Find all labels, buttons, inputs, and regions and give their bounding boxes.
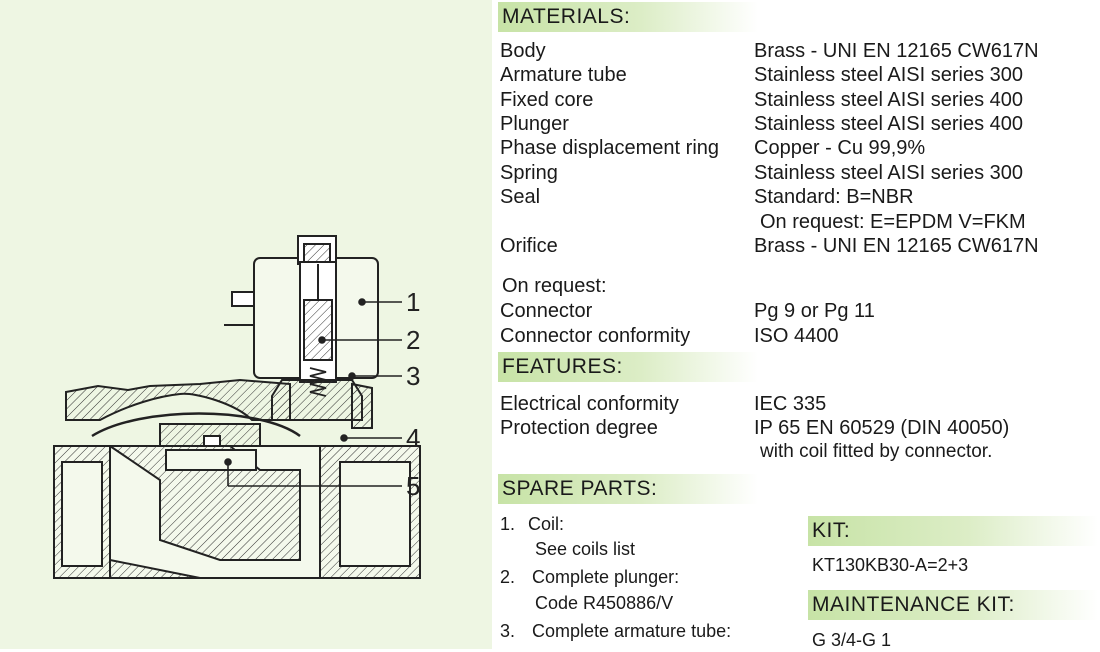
material-label-seal: Seal [500, 186, 541, 208]
material-value-plunger: Stainless steel AISI series 400 [754, 113, 1024, 135]
spare-part-1-detail: See coils list [535, 539, 636, 559]
spare-part-2-title: Complete plunger: [532, 567, 680, 587]
callout-4: 4 [406, 423, 420, 453]
valve-drawing-panel: 1 2 3 4 5 [0, 0, 492, 649]
spare-part-2-number: 2. [500, 567, 516, 587]
features-heading: FEATURES: [498, 352, 758, 382]
material-label-fixed-core: Fixed core [500, 89, 594, 111]
connector-label: Connector [500, 300, 593, 322]
spare-part-3-number: 3. [500, 621, 516, 641]
material-value-seal-on-request: On request: E=EPDM V=FKM [760, 211, 1026, 233]
spare-part-1-number: 1. [500, 514, 516, 534]
spare-parts-heading: SPARE PARTS: [498, 474, 758, 504]
material-label-spring: Spring [500, 162, 558, 184]
connector-value: Pg 9 or Pg 11 [754, 300, 875, 322]
protection-degree-note: with coil fitted by connector. [760, 441, 993, 462]
spare-part-3-title: Complete armature tube: [532, 621, 732, 641]
on-request-label: On request: [502, 275, 607, 297]
material-value-seal: Standard: B=NBR [754, 186, 914, 208]
material-value-armature-tube: Stainless steel AISI series 300 [754, 64, 1024, 86]
material-label-armature-tube: Armature tube [500, 64, 627, 86]
material-label-orifice: Orifice [500, 235, 558, 257]
kit-heading: KIT: [808, 516, 1098, 546]
electrical-conformity-value: IEC 335 [754, 393, 827, 415]
callout-3: 3 [406, 361, 420, 391]
electrical-conformity-label: Electrical conformity [500, 393, 679, 415]
material-value-spring: Stainless steel AISI series 300 [754, 162, 1024, 184]
material-value-orifice: Brass - UNI EN 12165 CW617N [754, 235, 1039, 257]
connector-conformity-value: ISO 4400 [754, 325, 839, 347]
material-label-phase-ring: Phase displacement ring [500, 137, 720, 159]
protection-degree-label: Protection degree [500, 417, 658, 439]
material-label-body: Body [500, 40, 546, 62]
callout-1: 1 [406, 287, 420, 317]
materials-heading: MATERIALS: [498, 2, 758, 32]
protection-degree-value: IP 65 EN 60529 (DIN 40050) [754, 417, 1010, 439]
spare-part-1-title: Coil: [528, 514, 565, 534]
kit-code: KT130KB30-A=2+3 [812, 555, 969, 575]
valve-cross-section-drawing: 1 2 3 4 5 [53, 235, 421, 579]
material-label-plunger: Plunger [500, 113, 569, 135]
material-value-phase-ring: Copper - Cu 99,9% [754, 137, 926, 159]
maintenance-kit-heading: MAINTENANCE KIT: [808, 590, 1098, 620]
callout-2: 2 [406, 325, 420, 355]
material-value-body: Brass - UNI EN 12165 CW617N [754, 40, 1039, 62]
callout-5: 5 [406, 471, 420, 501]
maintenance-kit-size: G 3/4-G 1 [812, 630, 892, 650]
spare-part-2-detail: Code R450886/V [535, 593, 674, 613]
material-value-fixed-core: Stainless steel AISI series 400 [754, 89, 1024, 111]
connector-conformity-label: Connector conformity [500, 325, 691, 347]
